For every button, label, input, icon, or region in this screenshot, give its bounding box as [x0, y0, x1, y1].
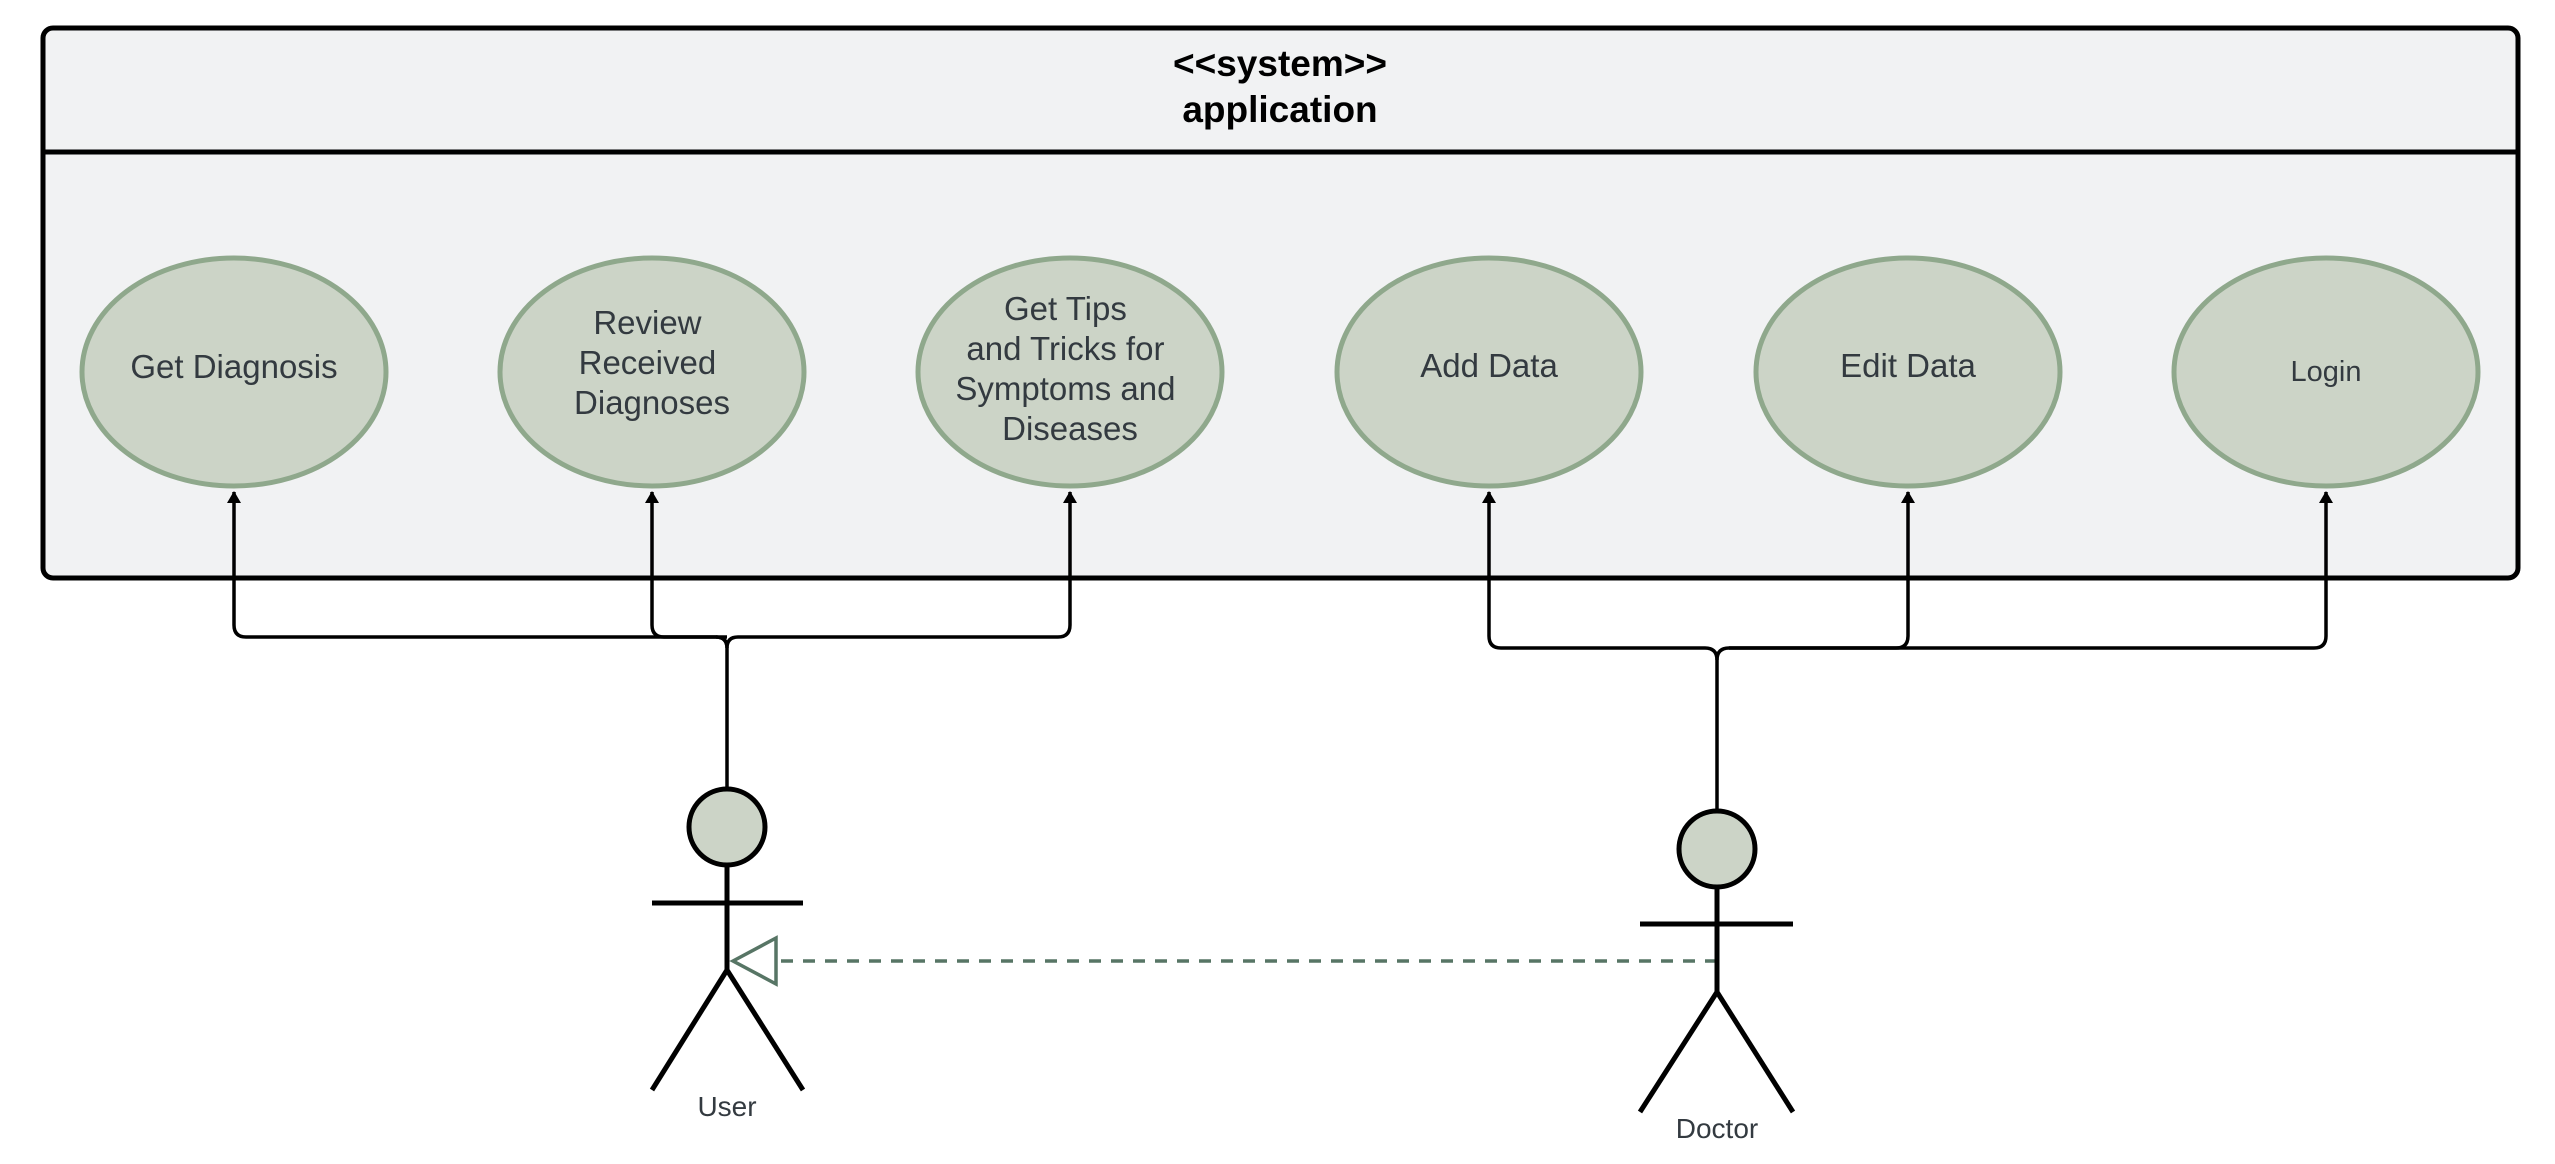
use-case-group: Get Diagnosis Review Received Diagnoses … — [79, 255, 2481, 489]
system-boundary: <<system>> application — [40, 25, 2521, 581]
use-case-ellipse — [1334, 255, 1644, 489]
use-case-label: Add Data — [1420, 347, 1558, 384]
user-associations — [227, 491, 1077, 790]
assoc-doctor-add-data — [1482, 491, 1719, 661]
assoc-user-tips — [738, 491, 1077, 639]
system-name: application — [1182, 89, 1377, 130]
use-case-label: Login — [2291, 356, 2362, 388]
actor-doctor[interactable]: Doctor — [1637, 808, 1796, 1144]
use-case-edit-data[interactable]: Edit Data — [1753, 255, 2063, 489]
use-case-get-diagnosis[interactable]: Get Diagnosis — [79, 255, 389, 489]
doctor-associations — [1482, 491, 2333, 812]
use-case-label: Review Received Diagnoses — [574, 304, 730, 421]
actor-right-leg — [1714, 990, 1796, 1114]
assoc-user-get-diagnosis — [227, 491, 716, 639]
use-case-ellipse — [915, 255, 1225, 489]
use-case-ellipse — [497, 255, 807, 489]
use-case-add-data[interactable]: Add Data — [1334, 255, 1644, 489]
use-case-ellipse — [79, 255, 389, 489]
actor-left-leg — [649, 968, 730, 1092]
actor-label: User — [697, 1091, 756, 1122]
use-case-ellipse — [1753, 255, 2063, 489]
generalization-doctor-to-user — [729, 935, 1717, 987]
use-case-review-received-diagnoses[interactable]: Review Received Diagnoses — [497, 255, 807, 489]
generalization-arrowhead — [729, 935, 778, 987]
use-case-label: Get Diagnosis — [130, 348, 337, 385]
use-case-label: Get Tips and Tricks for Symptoms and Dis… — [955, 290, 1184, 447]
assoc-doctor-login — [1729, 491, 2333, 650]
assoc-user-review — [645, 491, 727, 639]
actor-user[interactable]: User — [649, 786, 806, 1122]
actor-head — [686, 786, 768, 868]
actor-left-leg — [1637, 990, 1720, 1114]
system-stereotype: <<system>> — [1173, 43, 1387, 84]
actor-label: Doctor — [1676, 1113, 1758, 1144]
use-case-ellipse — [2171, 255, 2481, 489]
actor-right-leg — [724, 968, 806, 1092]
assoc-user-junction — [715, 635, 739, 649]
assoc-user-trunk — [715, 635, 729, 790]
use-case-login[interactable]: Login — [2171, 255, 2481, 489]
use-case-label: Edit Data — [1840, 347, 1976, 384]
actor-head — [1676, 808, 1758, 890]
use-case-get-tips[interactable]: Get Tips and Tricks for Symptoms and Dis… — [915, 255, 1225, 489]
